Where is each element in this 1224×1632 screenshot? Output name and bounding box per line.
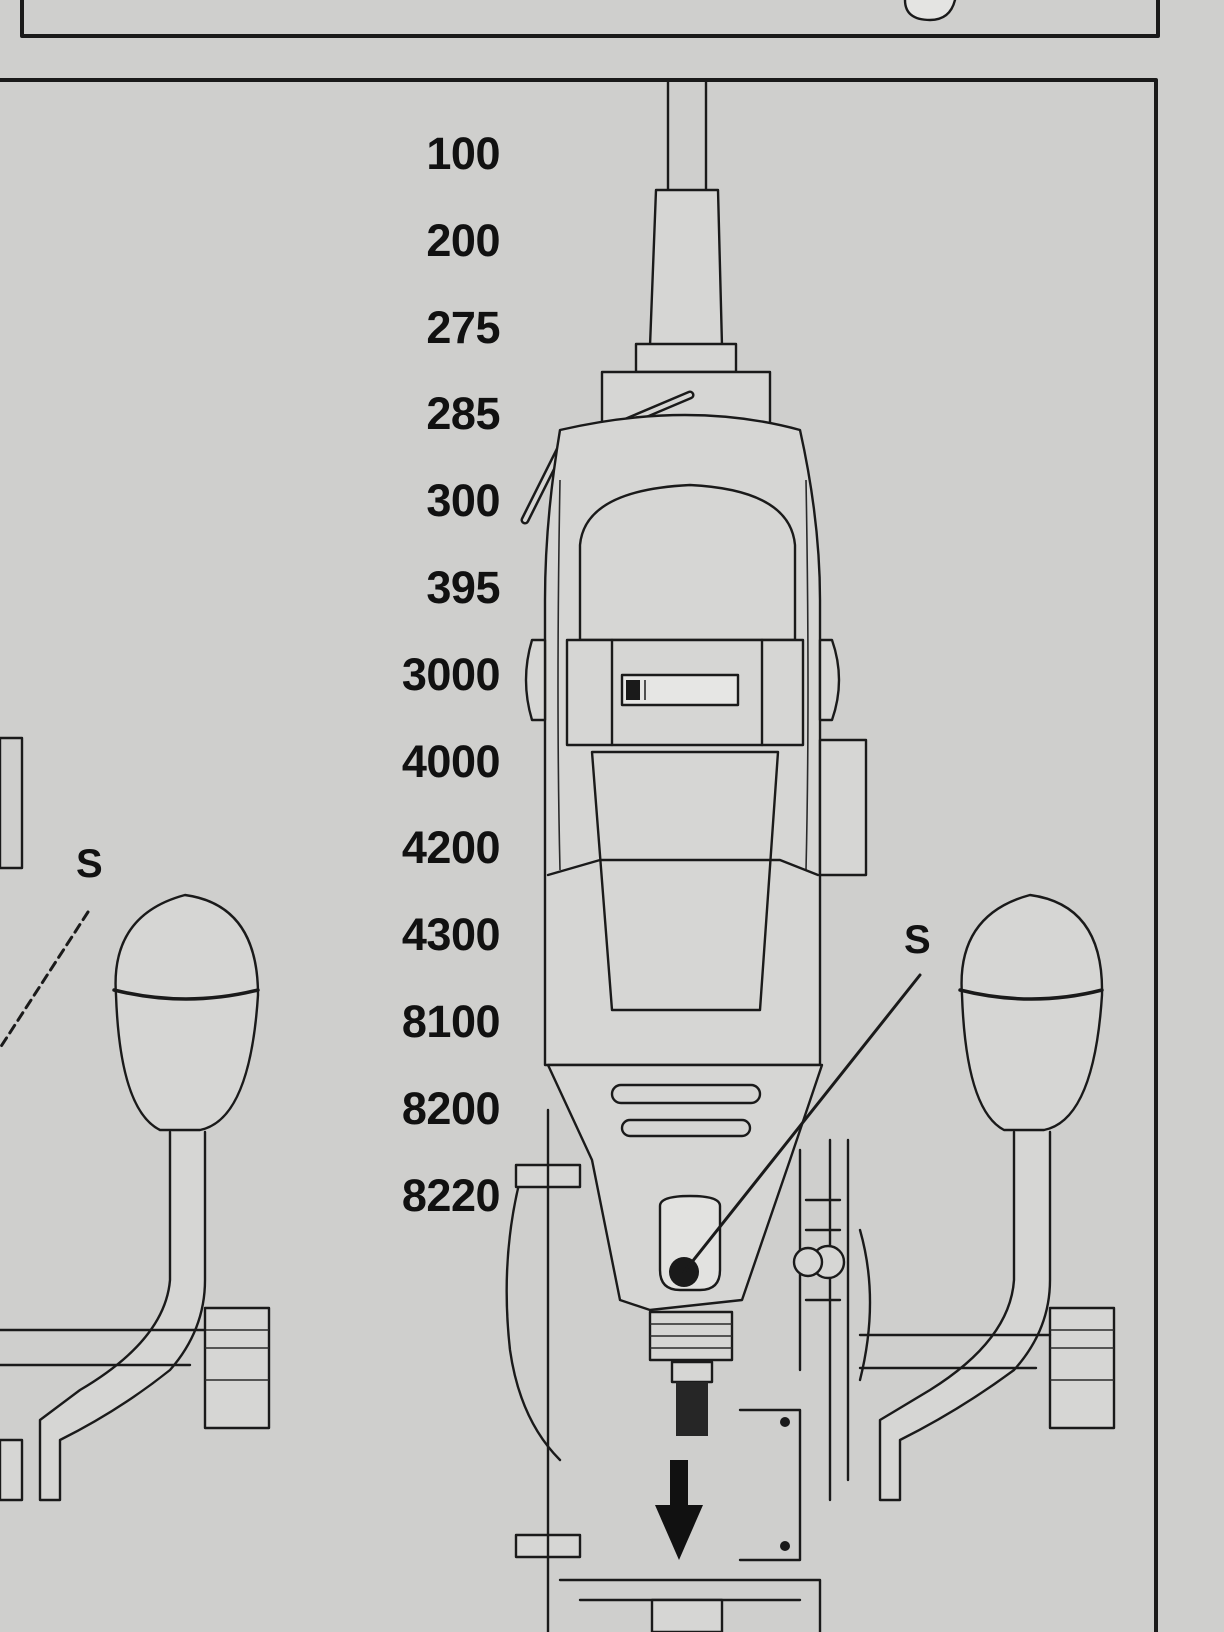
attachment-base [505, 1108, 872, 1632]
handle-knob-icon [0, 893, 271, 1502]
model-number: 8220 [401, 1169, 501, 1221]
model-number: 100 [426, 128, 500, 179]
model-number: 4000 [401, 735, 501, 787]
handle-knob-icon [858, 893, 1116, 1502]
rotary-tool-icon [520, 78, 868, 1436]
model-number: 395 [426, 561, 500, 613]
model-number: 200 [426, 214, 500, 266]
model-number: 4200 [401, 822, 501, 874]
model-number: 275 [426, 301, 500, 353]
main-panel-frame [0, 78, 1158, 1632]
callout-leader-right [682, 973, 922, 1274]
top-panel-frame [20, 0, 1160, 38]
model-number-list: 100 200 275 285 300 395 3000 4000 4200 4… [340, 124, 501, 1252]
model-number: 8200 [401, 1082, 501, 1134]
model-number: 3000 [401, 648, 501, 700]
model-number: 8100 [401, 995, 501, 1047]
callout-label-left: S [76, 842, 103, 886]
model-number: 285 [426, 388, 500, 440]
callout-label-right: S [904, 918, 931, 962]
model-number: 300 [426, 475, 500, 527]
down-arrow-icon [655, 1460, 703, 1560]
model-number: 4300 [401, 909, 501, 961]
